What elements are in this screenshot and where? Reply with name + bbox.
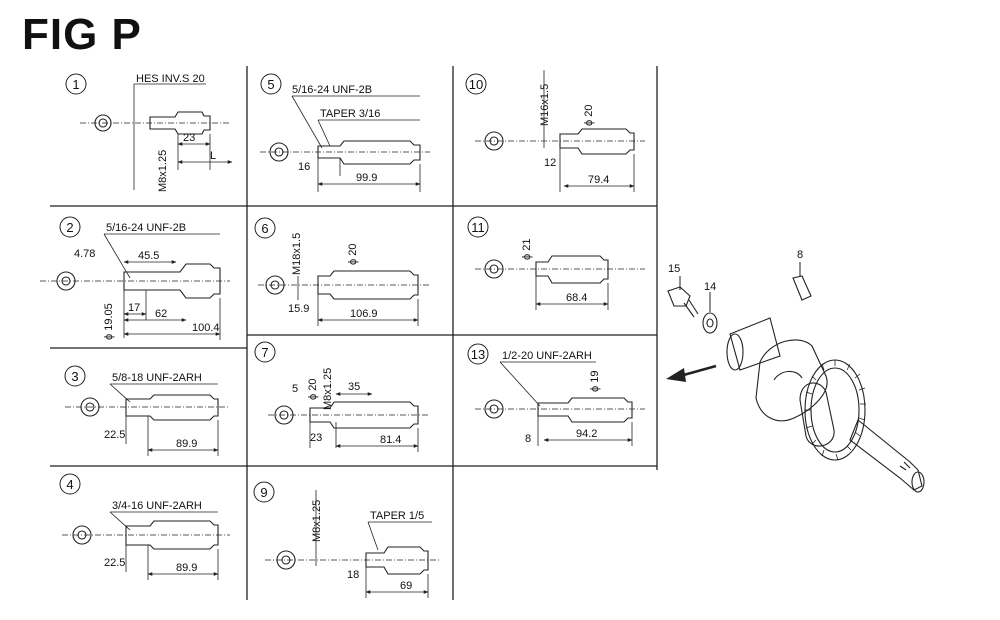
shaft-diagram-9: 9 M8x1.25 TAPER 1/5 18 69 (253, 481, 440, 598)
thread-spec-label: 5/8-18 UNF-2ARH (112, 372, 202, 384)
dimension-label: 106.9 (350, 308, 378, 320)
thread-spec-label: M8x1.25 (322, 368, 334, 410)
diagram-number-badge (59, 216, 81, 238)
dimension-label: 4.78 (74, 248, 95, 260)
diagram-number: 10 (469, 77, 483, 92)
dimension-label: L (210, 150, 216, 162)
shaft-diagram-6: 6 M18x1.5 ϕ 20 15.9 106.9 (254, 217, 430, 326)
dimension-label: 89.9 (176, 438, 197, 450)
shaft-diagram-1: 1 HES INV.S 20 M8x1.25 23 L (65, 73, 233, 192)
diagram-number: 13 (471, 347, 485, 362)
dimension-label: 100.4 (192, 322, 220, 334)
thread-spec-label: 5/16-24 UNF-2B (106, 222, 186, 234)
key-part-8: 8 (792, 249, 812, 301)
table-grid (50, 66, 658, 600)
shaft-diagram-11: 11 ϕ 21 68.4 (467, 216, 645, 310)
diagram-number: 5 (267, 77, 274, 92)
figure-title: FIG P (22, 10, 142, 59)
dimension-label: 45.5 (138, 250, 159, 262)
thread-spec-label: 3/4-16 UNF-2ARH (112, 500, 202, 512)
diagram-number-badge (254, 341, 276, 363)
diagram-number-badge (467, 343, 489, 365)
crankshaft-illustration: 15 14 8 (667, 249, 925, 493)
dimension-label: 81.4 (380, 434, 401, 446)
washer-part-14: 14 (702, 281, 718, 334)
dimension-label: 99.9 (356, 172, 377, 184)
thread-spec-label: HES INV.S 20 (136, 73, 205, 85)
diagram-number: 6 (261, 221, 268, 236)
dimension-label: 79.4 (588, 174, 609, 186)
thread-spec-label: M18x1.5 (291, 233, 303, 275)
diagram-number: 7 (261, 345, 268, 360)
diagram-number-badge (64, 365, 86, 387)
shaft-diagram-4: 4 3/4-16 UNF-2ARH 22.5 89.9 (59, 473, 230, 580)
diameter-label: ϕ 19 (589, 371, 601, 392)
diagram-number: 11 (471, 220, 485, 235)
dimension-label: 23 (310, 432, 322, 444)
dimension-label: 16 (298, 161, 310, 173)
dimension-label: 89.9 (176, 562, 197, 574)
diagram-number-badge (467, 216, 489, 238)
shaft-diagram-10: 10 M16x1.5 ϕ 20 12 79.4 (465, 70, 645, 192)
diagram-number-badge (253, 481, 275, 503)
thread-spec-label: 1/2-20 UNF-2ARH (502, 350, 592, 362)
dimension-label: 23 (183, 132, 195, 144)
dimension-label: 5 (292, 383, 298, 395)
diagram-number-badge (260, 73, 282, 95)
diagram-number: 4 (66, 477, 73, 492)
diagram-number-badge (59, 473, 81, 495)
taper-spec-label: TAPER 1/5 (370, 510, 424, 522)
diameter-label: ϕ 20 (583, 105, 595, 126)
shaft-diagram-3: 3 5/8-18 UNF-2ARH 22.5 89.9 (64, 365, 230, 456)
bolt-part-15: 15 (667, 263, 699, 318)
diagram-number: 9 (260, 485, 267, 500)
diagram-number: 3 (71, 369, 78, 384)
diameter-label: ϕ 20 (347, 244, 359, 265)
thread-spec-label: M16x1.5 (539, 84, 551, 126)
diagram-number-badge (65, 73, 87, 95)
dimension-label: 22.5 (104, 429, 125, 441)
dimension-label: 8 (525, 433, 531, 445)
dimension-label: 12 (544, 157, 556, 169)
dimension-label: 69 (400, 580, 412, 592)
diagram-number: 1 (72, 77, 79, 92)
dimension-label: 17 (128, 302, 140, 314)
diagram-number: 2 (66, 220, 73, 235)
thread-spec-label: M8x1.25 (157, 150, 169, 192)
thread-spec-label: 5/16-24 UNF-2B (292, 84, 372, 96)
dimension-label: 18 (347, 569, 359, 581)
dimension-label: 94.2 (576, 428, 597, 440)
dimension-label: 15.9 (288, 303, 309, 315)
diameter-label: ϕ 19.05 (103, 303, 115, 340)
shaft-diagram-2: 2 5/16-24 UNF-2B 4.78 45.5 ϕ 19.05 17 62… (40, 216, 230, 340)
callout-number: 15 (668, 263, 680, 275)
dimension-label: 68.4 (566, 292, 587, 304)
diagram-number-badge (254, 217, 276, 239)
callout-number: 14 (704, 281, 716, 293)
shaft-diagram-13: 13 1/2-20 UNF-2ARH ϕ 19 8 94.2 (467, 343, 645, 446)
dimension-label: 22.5 (104, 557, 125, 569)
shaft-diagram-5: 5 5/16-24 UNF-2B TAPER 3/16 16 99.9 (260, 73, 430, 192)
diameter-label: ϕ 21 (521, 239, 533, 260)
taper-spec-label: TAPER 3/16 (320, 108, 380, 120)
thread-spec-label: M8x1.25 (311, 500, 323, 542)
diagram-number-badge (465, 73, 487, 95)
pointer-arrow (666, 364, 717, 382)
callout-number: 8 (797, 249, 803, 261)
dimension-label: 35 (348, 381, 360, 393)
shaft-diagram-7: 7 5 ϕ 20 M8x1.25 35 23 81.4 (254, 341, 430, 452)
diameter-label: ϕ 20 (307, 379, 319, 400)
dimension-label: 62 (155, 308, 167, 320)
